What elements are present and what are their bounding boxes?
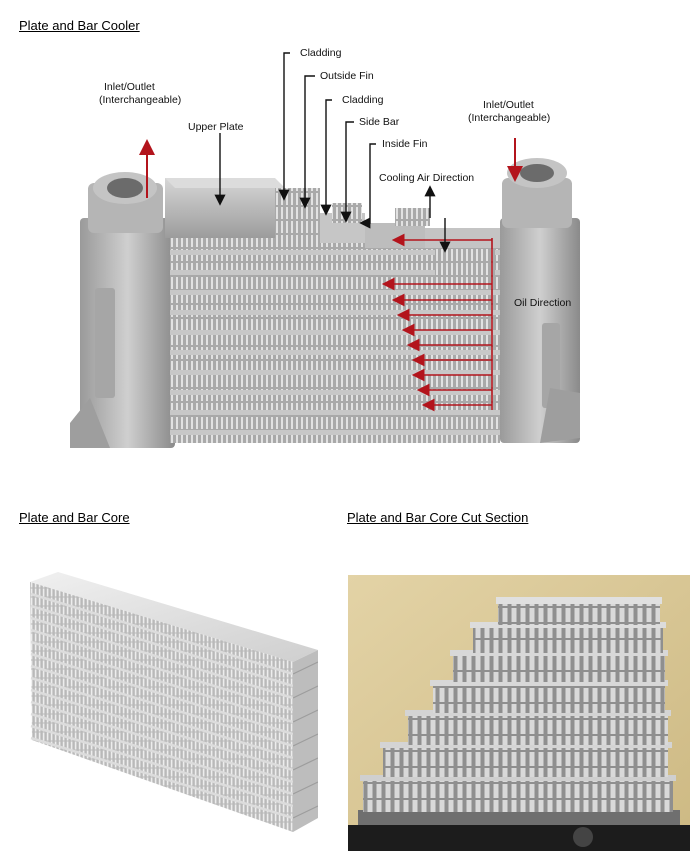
- label-inlet-right-2: (Interchangeable): [468, 112, 550, 124]
- cooler-diagram: Inlet/Outlet (Interchangeable) Upper Pla…: [70, 47, 580, 448]
- core-side-face: [293, 650, 318, 832]
- left-header-tank: [70, 172, 175, 448]
- label-upper-plate: Upper Plate: [188, 121, 244, 133]
- label-inlet-right-1: Inlet/Outlet: [483, 99, 534, 111]
- label-inside-fin: Inside Fin: [382, 138, 428, 150]
- right-header-tank: [500, 158, 580, 443]
- label-oil-direction: Oil Direction: [514, 297, 571, 309]
- label-cooling-air: Cooling Air Direction: [379, 172, 474, 184]
- black-base: [348, 825, 690, 851]
- oil-direction-arrows: [381, 233, 493, 412]
- core-photo: [30, 572, 318, 832]
- core-plates: [30, 592, 294, 820]
- label-outside-fin: Outside Fin: [320, 70, 374, 82]
- label-cladding-2: Cladding: [342, 94, 384, 106]
- bolt: [573, 827, 593, 847]
- stepped-core: [358, 597, 680, 840]
- core-top-face: [30, 572, 318, 662]
- core-heading: Plate and Bar Core: [19, 510, 130, 525]
- leader-lines: [214, 52, 451, 253]
- cooler-heading: Plate and Bar Cooler: [19, 18, 140, 33]
- label-inlet-left-2: (Interchangeable): [99, 94, 181, 106]
- label-inlet-left-1: Inlet/Outlet: [104, 81, 155, 93]
- cut-section-photo: [348, 575, 690, 851]
- cut-section-heading: Plate and Bar Core Cut Section: [347, 510, 529, 525]
- cooler-core: [170, 238, 500, 443]
- label-side-bar: Side Bar: [359, 116, 400, 128]
- label-cladding-top: Cladding: [300, 47, 342, 59]
